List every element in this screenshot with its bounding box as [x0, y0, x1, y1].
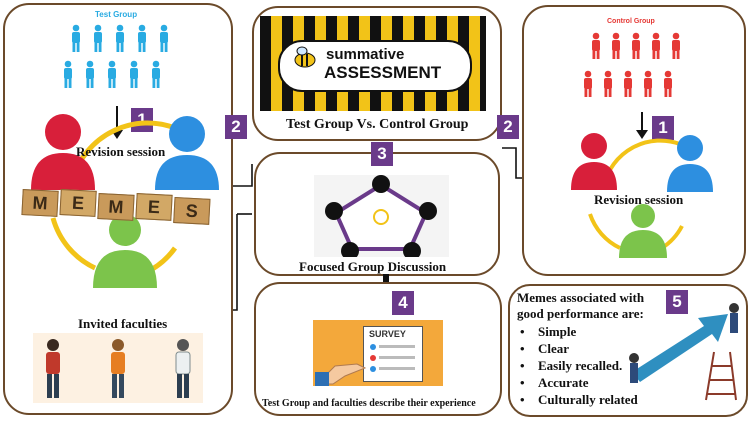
list-item: • Easily recalled. — [520, 358, 638, 375]
round-table-icon — [325, 175, 437, 257]
control-group-people-icon — [584, 32, 680, 97]
survey-checklist-icon — [370, 344, 415, 372]
test-group-session-label: Revision session — [76, 144, 166, 159]
bullet: • — [520, 392, 525, 407]
survey-step-badge: 4 — [392, 291, 414, 315]
memes-tile: M — [21, 189, 59, 217]
bullet: • — [520, 375, 525, 390]
memes-tile: E — [135, 193, 173, 221]
list-item-text: Culturally related — [538, 392, 638, 407]
faculty-people-icon — [46, 339, 191, 398]
bee-icon — [294, 46, 316, 68]
memes-tile: E — [59, 189, 97, 217]
step-2-left-badge: 2 — [225, 115, 247, 139]
list-item-text: Simple — [538, 324, 577, 339]
test-group-people-icon — [64, 24, 168, 88]
list-item-text: Easily recalled. — [538, 358, 623, 373]
bullet: • — [520, 324, 525, 339]
control-group-revision-icon — [571, 133, 713, 258]
step-2-right-badge: 2 — [497, 115, 519, 139]
list-item-text: Clear — [538, 341, 570, 356]
list-item-text: Accurate — [538, 375, 589, 390]
memes-tile: M — [97, 193, 135, 221]
findings-step-badge: 5 — [666, 290, 688, 314]
survey-card-title: SURVEY — [369, 329, 406, 339]
findings-list: • Simple • Clear • Easily recalled. • Accura… — [520, 324, 638, 409]
faculties-illustration — [33, 333, 203, 403]
survey-illustration: SURVEY — [313, 320, 443, 386]
hand-icon — [315, 363, 367, 386]
discussion-illustration — [314, 175, 449, 257]
control-group-session-label: Revision session — [594, 192, 684, 207]
summative-assessment-banner: summative ASSESSMENT — [260, 16, 486, 111]
list-item: • Culturally related — [520, 392, 638, 409]
survey-label: Test Group and faculties describe their … — [262, 398, 476, 409]
memes-tile: S — [173, 196, 211, 225]
test-group-title: Test Group — [95, 10, 138, 19]
findings-heading-line2: good performance are: — [517, 306, 644, 321]
discussion-label: Focused Group Discussion — [299, 259, 447, 274]
control-group-down-arrow — [636, 112, 648, 139]
invited-faculties-label: Invited faculties — [78, 316, 168, 331]
growth-arrow-icon — [629, 303, 739, 401]
logo-bottom-text: ASSESSMENT — [324, 63, 442, 82]
control-group-step-badge: 1 — [652, 116, 674, 140]
control-group-title: Control Group — [607, 18, 655, 25]
list-item: • Simple — [520, 324, 638, 341]
bullet: • — [520, 341, 525, 356]
list-item: • Accurate — [520, 375, 638, 392]
test-group-revision-icon — [31, 114, 219, 288]
discussion-step-badge: 3 — [371, 142, 393, 166]
assessment-label: Test Group Vs. Control Group — [286, 117, 469, 132]
bullet: • — [520, 358, 525, 373]
list-item: • Clear — [520, 341, 638, 358]
findings-heading-line1: Memes associated with — [517, 290, 645, 305]
logo-top-text: summative — [326, 46, 405, 63]
